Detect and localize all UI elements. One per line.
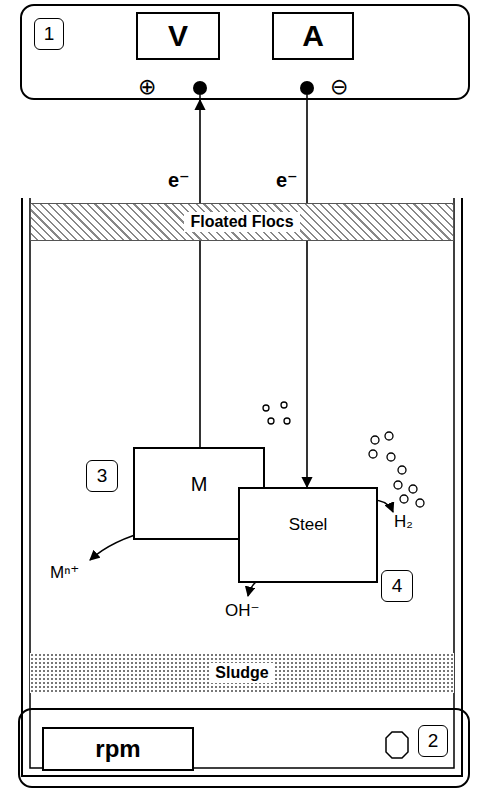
node-label: Floated Flocs — [184, 212, 299, 232]
electron-label: e⁻ — [276, 168, 298, 192]
positive-terminal — [193, 81, 207, 95]
node-label: Sludge — [209, 663, 274, 683]
negative-sign: ⊖ — [330, 74, 348, 100]
electrode-wire — [199, 100, 201, 447]
node-label: Steel — [289, 515, 328, 535]
sludge-layer: Sludge — [30, 653, 454, 693]
node-label: A — [302, 19, 324, 53]
negative-terminal — [300, 81, 314, 95]
hydrogen-label: H₂ — [394, 512, 413, 532]
beaker-outer-wall — [22, 198, 462, 776]
callout-number: 2 — [418, 725, 448, 757]
electron-label: e⁻ — [168, 168, 190, 192]
node-label: rpm — [95, 735, 140, 763]
beaker-inner-wall — [30, 198, 454, 768]
power-supply: 1 V A — [20, 4, 470, 100]
electrode-wire — [306, 100, 308, 487]
floated-flocs-band: Floated Flocs — [30, 203, 454, 241]
node-label: M — [191, 473, 208, 496]
magnetic-stirrer: 2 rpm — [18, 708, 470, 788]
ammeter-box: A — [272, 12, 354, 60]
steel-cathode: Steel — [238, 487, 378, 583]
hydroxide-label: OH⁻ — [225, 600, 259, 621]
callout-number: 3 — [86, 460, 118, 492]
positive-sign: ⊕ — [138, 74, 156, 100]
node-label: V — [168, 19, 188, 53]
callout-number: 1 — [34, 18, 64, 50]
speed-knob — [386, 732, 408, 758]
metal-ion-label: Mⁿ⁺ — [50, 562, 79, 583]
voltmeter-box: V — [136, 12, 220, 60]
rpm-display: rpm — [42, 727, 194, 771]
callout-number: 4 — [381, 570, 413, 602]
